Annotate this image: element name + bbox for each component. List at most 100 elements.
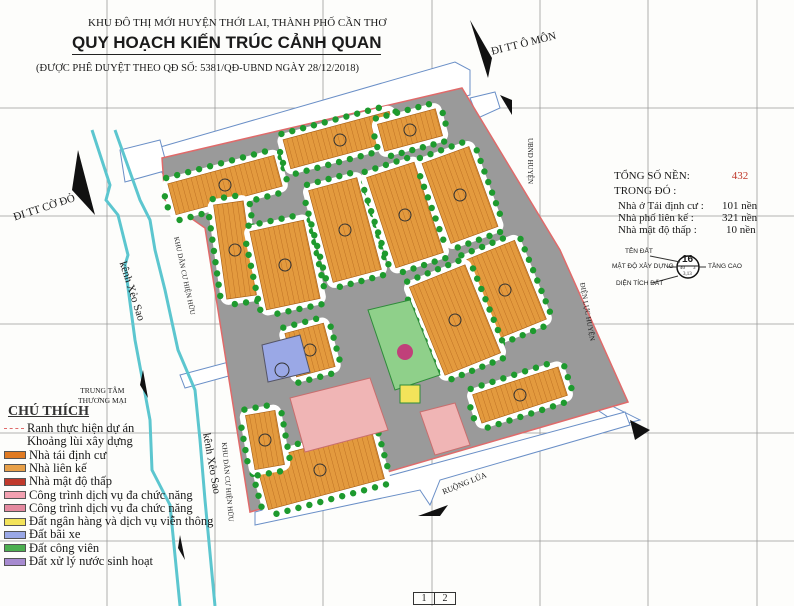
tree [282,432,289,439]
tree [484,424,491,431]
key-floors-value: 3 [693,266,696,271]
lot-divider [310,132,319,162]
lot-divider [467,146,498,227]
tree [393,158,400,165]
tree [328,495,335,503]
tree [253,196,260,203]
lot-marker [228,243,242,257]
tree [267,217,274,225]
tree [220,194,228,201]
tree [469,265,477,272]
tree [448,143,455,150]
tree [280,324,287,331]
lot-divider [307,327,320,371]
legend-item: Nhà mật độ thấp [4,474,112,489]
legend-label: Đất bãi xe [29,527,81,542]
lot-divider [263,228,281,307]
lot-divider [296,136,305,166]
tree [308,221,315,228]
lot-divider [533,374,543,404]
tree [458,371,465,379]
tree [383,112,390,119]
key-density-value: 40 [680,266,685,271]
lot-divider [253,160,263,192]
lot-block [467,361,575,431]
tree [306,376,313,383]
lot-divider [434,158,465,239]
tree [448,375,455,383]
tree [314,164,321,171]
tree [299,124,307,132]
tree [414,274,421,281]
lot-divider [523,377,534,407]
tree [248,212,255,219]
lot-divider [305,133,315,163]
lot-divider [302,448,317,498]
tree [419,144,427,151]
lot-divider [481,253,514,333]
tree [368,150,375,157]
label-commercial: TRUNG TÂM THƯƠNG MẠI [78,386,127,406]
tree [209,195,216,203]
tree [289,213,296,220]
sheet-2[interactable]: 2 [435,592,456,605]
lot-divider [405,116,413,144]
tree [381,451,388,459]
tree [307,303,314,310]
lot-divider [476,255,509,335]
lot-divider [518,379,529,409]
tree [336,283,344,290]
tree [477,157,484,165]
tree [384,462,391,470]
lot-divider [359,119,368,149]
lot-divider [508,242,542,322]
direction-arrows [72,20,650,560]
stat-value: 10 nền [726,224,756,236]
tree [316,253,324,260]
tree [372,165,379,172]
key-density-label: MẬT ĐỘ XÂY DỰNG [612,263,674,270]
lot-divider [499,246,532,326]
lot-divider [339,124,348,154]
lot-divider [450,270,486,359]
lot-divider [490,249,523,329]
lot-divider [195,176,205,208]
lot-divider [419,112,428,140]
lot-divider [422,281,459,371]
tree [528,410,535,417]
tree [296,305,303,313]
tree [318,271,325,279]
lot-divider [219,169,229,201]
tree [280,421,287,428]
tree [479,363,486,370]
tree [510,371,518,379]
tree [336,172,343,180]
lot-divider [379,173,410,264]
lot-divider [444,155,474,236]
lot-block [238,402,293,479]
tree [420,183,428,191]
sheet-1[interactable]: 1 [413,592,435,605]
legend-swatch [4,428,24,429]
tree [415,103,422,111]
tree [357,152,364,160]
total-value: 432 [731,170,749,182]
lot-divider [227,203,241,298]
tree [173,171,181,179]
legend-item: Khoảng lùi xây dựng [4,434,133,449]
lot-area [249,219,321,311]
tree [542,298,549,305]
lot-divider [263,158,272,190]
tree [371,133,378,140]
tree [257,306,264,314]
tree [467,404,474,411]
lot-divider [349,121,358,151]
tree [346,155,354,163]
legend-label: Ranh thực hiện dự án [27,421,135,435]
tree [264,193,271,200]
key-name-label: TÊN ĐẤT [625,248,653,255]
tree [382,161,390,169]
tree [254,472,261,479]
lot-divider [297,449,312,499]
tree [372,115,380,122]
